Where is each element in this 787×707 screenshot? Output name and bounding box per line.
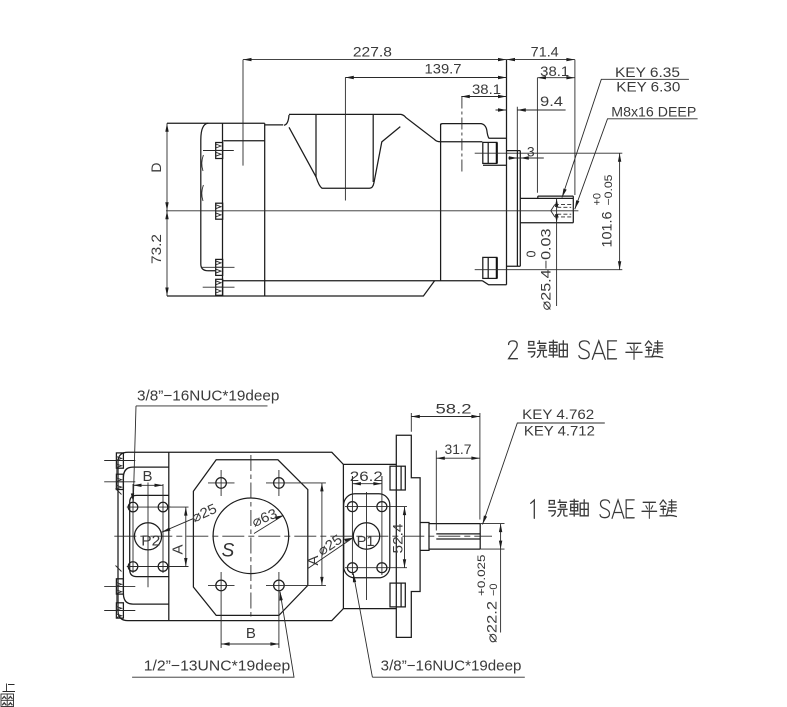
- svg-text:3/8”−16NUC*19deep: 3/8”−16NUC*19deep: [137, 387, 279, 404]
- svg-text:KEY 4.712: KEY 4.712: [524, 422, 595, 438]
- svg-text:⌀25.4−0.03: ⌀25.4−0.03: [537, 228, 553, 310]
- svg-text:58.2: 58.2: [436, 401, 472, 417]
- svg-text:101.6: 101.6: [600, 212, 615, 248]
- svg-text:227.8: 227.8: [353, 44, 392, 60]
- svg-text:73.2: 73.2: [148, 234, 164, 264]
- svg-text:3: 3: [527, 144, 535, 160]
- svg-text:38.1: 38.1: [540, 63, 569, 79]
- svg-text:A: A: [305, 555, 322, 565]
- svg-text:0: 0: [524, 251, 538, 258]
- svg-text:M8x16 DEEP: M8x16 DEEP: [611, 103, 696, 119]
- svg-text:38.1: 38.1: [472, 81, 501, 97]
- svg-text:KEY 6.35: KEY 6.35: [615, 64, 680, 80]
- svg-text:52.4: 52.4: [390, 523, 406, 553]
- svg-text:26.2: 26.2: [350, 468, 383, 484]
- svg-text:71.4: 71.4: [531, 44, 559, 60]
- svg-text:S: S: [222, 541, 235, 562]
- svg-text:B: B: [142, 468, 152, 485]
- svg-text:D: D: [148, 162, 164, 172]
- svg-text:31.7: 31.7: [445, 441, 472, 457]
- svg-text:KEY 4.762: KEY 4.762: [522, 406, 594, 422]
- svg-text:3/8”−16NUC*19deep: 3/8”−16NUC*19deep: [381, 658, 522, 675]
- svg-text:−0.05: −0.05: [603, 175, 615, 206]
- svg-text:9.4: 9.4: [540, 93, 563, 109]
- svg-text:1/2”−13UNC*19deep: 1/2”−13UNC*19deep: [144, 658, 290, 675]
- svg-text:−0: −0: [488, 583, 500, 596]
- svg-text:P2: P2: [141, 533, 160, 550]
- svg-text:B: B: [246, 625, 256, 642]
- svg-text:+0: +0: [592, 193, 604, 206]
- svg-text:A: A: [169, 544, 186, 554]
- svg-text:KEY 6.30: KEY 6.30: [616, 78, 680, 94]
- svg-text:⌀22.2: ⌀22.2: [483, 601, 499, 643]
- svg-text:P1: P1: [357, 533, 375, 550]
- svg-text:+0.025: +0.025: [476, 555, 488, 597]
- svg-text:139.7: 139.7: [425, 61, 462, 77]
